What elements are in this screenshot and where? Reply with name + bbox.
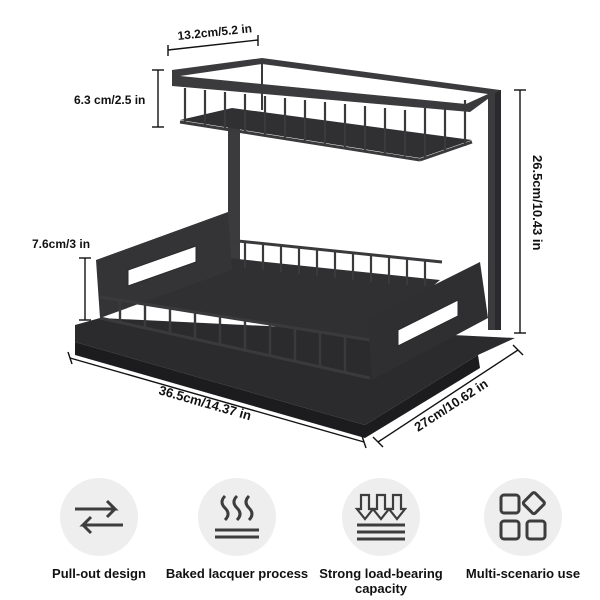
feature-disc	[484, 478, 562, 556]
dim-bottom-height: 7.6cm/3 in	[32, 237, 90, 251]
arrows-exchange-icon	[75, 499, 123, 535]
feature-multi-scenario: Multi-scenario use	[448, 478, 598, 581]
bottom-right-handle	[397, 299, 459, 347]
feature-row: Pull-out design Baked lacquer process	[0, 478, 600, 600]
dim-total-height: 26.5cm/10.43 in	[530, 155, 545, 250]
dimension-lines	[67, 35, 526, 449]
dim-top-height: 6.3 cm/2.5 in	[74, 93, 145, 107]
feature-disc	[60, 478, 138, 556]
feature-load-bearing: Strong load-bearing capacity	[306, 478, 456, 596]
dim-top-width: 13.2cm/5.2 in	[177, 21, 253, 43]
rack-drawing	[75, 58, 515, 438]
bottom-left-handle	[127, 245, 197, 287]
feature-pull-out: Pull-out design	[24, 478, 174, 581]
top-front-bars	[183, 88, 467, 158]
feature-disc	[342, 478, 420, 556]
feature-baked-lacquer: Baked lacquer process	[162, 478, 312, 581]
upright-right-shade	[495, 90, 501, 330]
feature-label: Baked lacquer process	[165, 566, 309, 581]
feature-label: Strong load-bearing capacity	[319, 566, 443, 596]
upright-left	[228, 120, 240, 270]
bottom-front-bars	[118, 300, 347, 373]
heat-waves-icon	[215, 494, 259, 539]
feature-label: Multi-scenario use	[465, 566, 581, 581]
top-basket-rail-inner	[180, 64, 488, 104]
bottom-back-bars	[243, 242, 427, 286]
down-arrows-load-icon	[354, 493, 408, 541]
feature-disc	[198, 478, 276, 556]
feature-label: Pull-out design	[52, 566, 146, 581]
shapes-grid-icon	[499, 491, 547, 541]
